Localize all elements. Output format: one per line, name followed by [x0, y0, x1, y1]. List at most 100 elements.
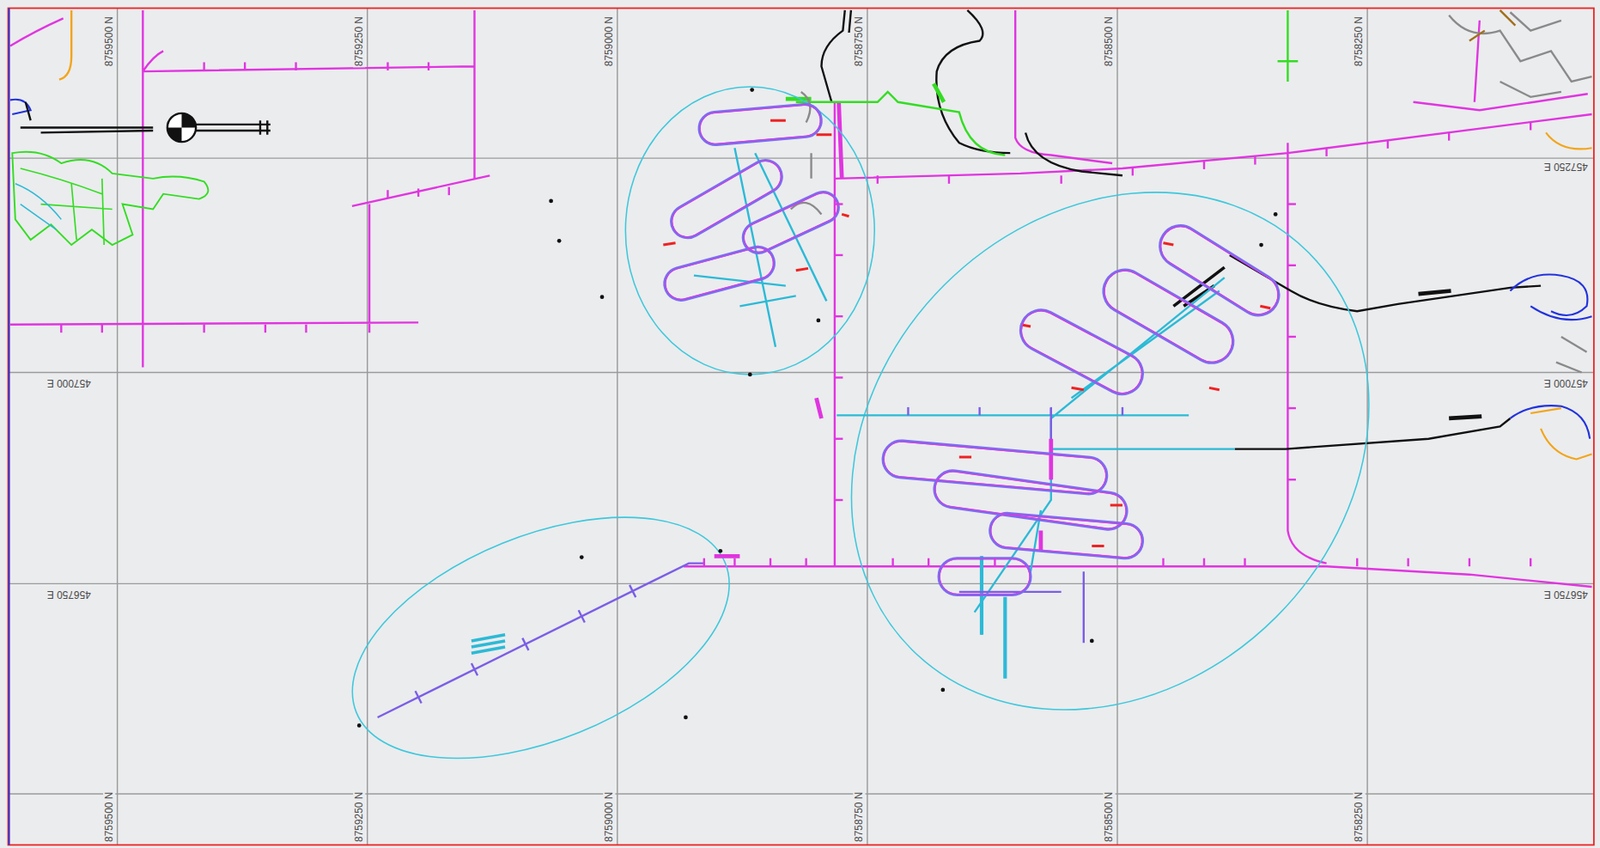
drive-tick [522, 638, 529, 651]
drive-tick [471, 663, 478, 676]
stope-ring-inner [933, 468, 1129, 530]
stope-ring-inner [882, 440, 1108, 495]
drive-tick [993, 558, 996, 567]
drive-tick [906, 407, 909, 416]
grid-coordinate: 8758250 N [1352, 790, 1365, 844]
drive-tick [1131, 167, 1134, 177]
drill-hole [717, 548, 723, 554]
drive-tick [1161, 558, 1164, 567]
drive-tick [427, 61, 430, 71]
drive-tick [948, 175, 950, 184]
brown-workings [1469, 10, 1515, 42]
purple-development [377, 407, 1084, 718]
drill-hole [548, 199, 554, 204]
cyan-shafts [981, 555, 1005, 679]
stope-ring [661, 243, 779, 305]
grid-coordinate: 8758750 N [852, 790, 865, 844]
coordinate-grid [8, 8, 1594, 846]
cyan-workings [15, 183, 61, 230]
black-decline-west [20, 102, 271, 135]
drive-tick [629, 584, 636, 597]
drive-tick [1406, 558, 1409, 567]
drive-tick [834, 498, 844, 501]
drive-tick [834, 254, 844, 256]
drive-tick [1121, 407, 1124, 416]
drive-tick [1447, 132, 1450, 141]
map-border-left [8, 8, 11, 846]
stope-ring-inner [939, 559, 1030, 594]
boundary-central [745, 86, 1475, 816]
drill-hole [357, 723, 362, 728]
survey-quadrants [167, 113, 196, 142]
grid-coordinate: 8759250 N [352, 15, 366, 67]
drill-hole [1259, 243, 1264, 248]
boundary-north [625, 86, 875, 375]
green-workings-detail [20, 168, 113, 245]
drill-hole [940, 687, 945, 693]
stope-rings [661, 103, 1287, 596]
drill-hole [1089, 638, 1095, 644]
cyan-stockpile [471, 634, 505, 653]
stope-ring-inner [989, 512, 1143, 559]
drill-hole [748, 372, 753, 378]
stope-boundaries [317, 86, 1475, 816]
drill-hole [557, 238, 562, 244]
drive-tick [1529, 121, 1532, 131]
grid-coordinate: 8758500 N [1102, 790, 1115, 844]
grid-coordinate: 457000 E [1543, 376, 1589, 389]
stope-ring-inner [699, 103, 822, 146]
drive-tick [264, 324, 267, 334]
drive-tick [703, 558, 706, 567]
black-decline-north [821, 10, 851, 103]
drive-tick [1243, 558, 1246, 567]
drive-tick [1287, 478, 1296, 481]
drive-tick [1287, 335, 1296, 338]
grid-coordinate: 457000 E [46, 376, 92, 389]
orange-workings [1530, 132, 1592, 459]
drive-tick [1203, 160, 1205, 170]
cyan-development [693, 147, 1235, 635]
stope-ring-inner [666, 155, 786, 243]
drive-tick [1287, 407, 1296, 409]
drill-hole [600, 294, 605, 299]
drive-tick [386, 61, 389, 71]
orange-drive [59, 10, 72, 80]
survey-circle [167, 113, 196, 142]
drive-tick [101, 324, 104, 334]
drive-tick [978, 407, 980, 416]
stope-ring-inner [662, 244, 777, 304]
generated-features [60, 61, 1531, 727]
green-marks [785, 83, 944, 102]
blue-workings [1509, 273, 1592, 439]
stope-ring [1152, 218, 1287, 323]
grid-coordinate: 8759250 N [352, 790, 366, 844]
drill-hole [816, 318, 822, 323]
drill-hole [1273, 212, 1278, 217]
stope-ring-inner [739, 188, 843, 256]
grid-coordinate: 457250 E [1543, 159, 1589, 172]
drive-tick [60, 324, 62, 334]
drill-hole [579, 554, 585, 560]
survey-marker [167, 113, 196, 142]
drive-tick [834, 438, 844, 440]
drive-tick [1287, 202, 1296, 205]
drive-tick [733, 558, 736, 567]
drive-tick [386, 189, 389, 199]
magenta-drives [683, 10, 1592, 587]
green-workings [12, 152, 208, 245]
drill-hole [683, 715, 688, 720]
drill-holes [357, 87, 1278, 728]
drive-tick [1287, 264, 1296, 267]
stope-ring-inner [1097, 263, 1241, 370]
stope-ring [1095, 261, 1242, 371]
drive-tick [891, 558, 894, 567]
red-markers [663, 120, 1271, 546]
drill-hole [749, 87, 755, 92]
drive-tick [769, 558, 772, 567]
stope-ring [697, 103, 822, 147]
grid-coordinate: 8758250 N [1352, 15, 1365, 67]
stope-ring [665, 154, 788, 244]
grid-easting-lines [8, 158, 1594, 794]
drive-tick [304, 324, 307, 334]
